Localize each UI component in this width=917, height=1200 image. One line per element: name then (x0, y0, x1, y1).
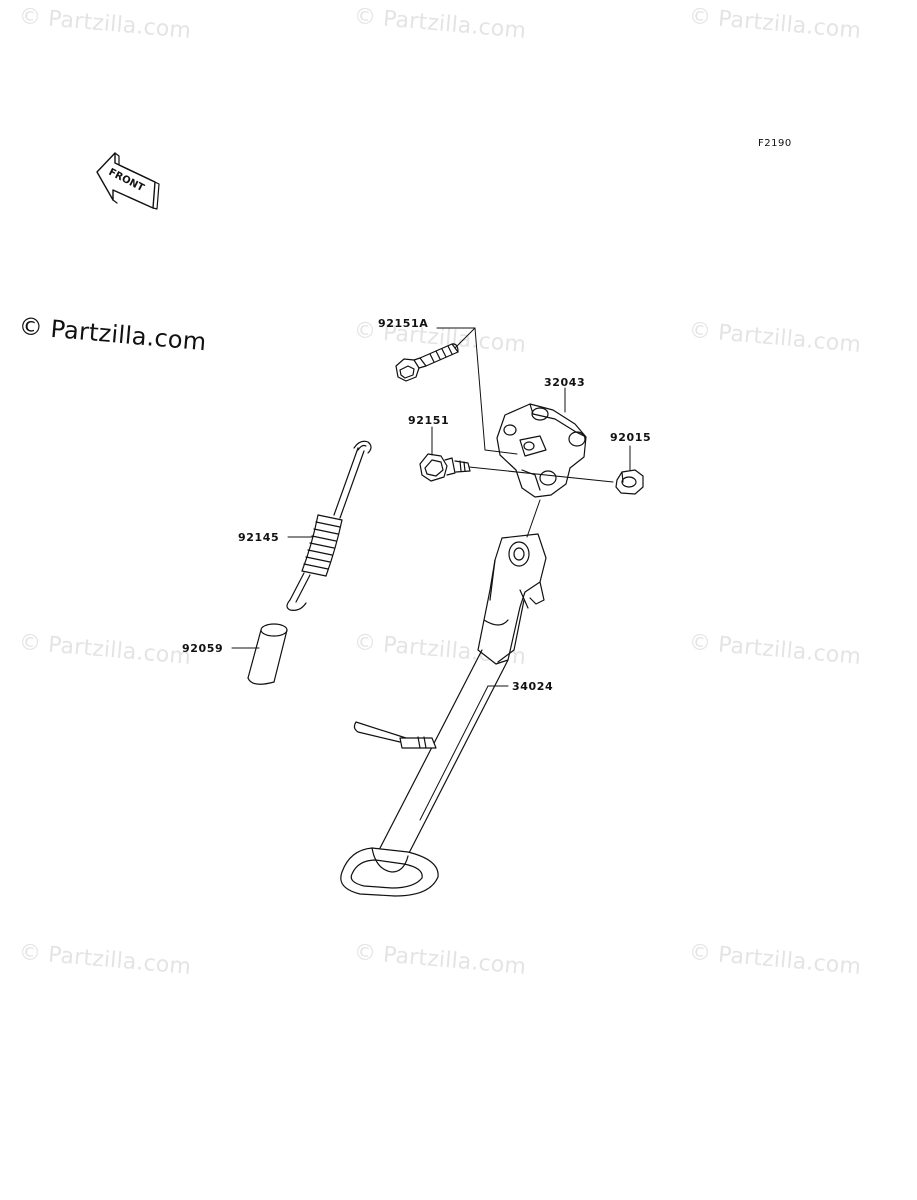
part-label-34024: 34024 (512, 680, 554, 693)
part-label-92151a: 92151A (378, 317, 429, 330)
leader-lines (231, 327, 631, 821)
nut-92015 (615, 469, 644, 495)
part-label-92059: 92059 (182, 642, 224, 655)
spring-92145 (286, 440, 372, 611)
bolt-92151a (395, 343, 459, 382)
part-label-92151: 92151 (408, 414, 450, 427)
front-arrow-icon: FRONT (96, 152, 160, 210)
figure-code: F2190 (758, 138, 792, 149)
bracket-32043 (496, 403, 587, 498)
collar-92059 (247, 623, 288, 685)
side-stand-34024 (340, 533, 547, 897)
part-label-92015: 92015 (610, 431, 652, 444)
bolt-92151 (419, 453, 471, 482)
part-label-32043: 32043 (544, 376, 586, 389)
part-label-92145: 92145 (238, 531, 280, 544)
